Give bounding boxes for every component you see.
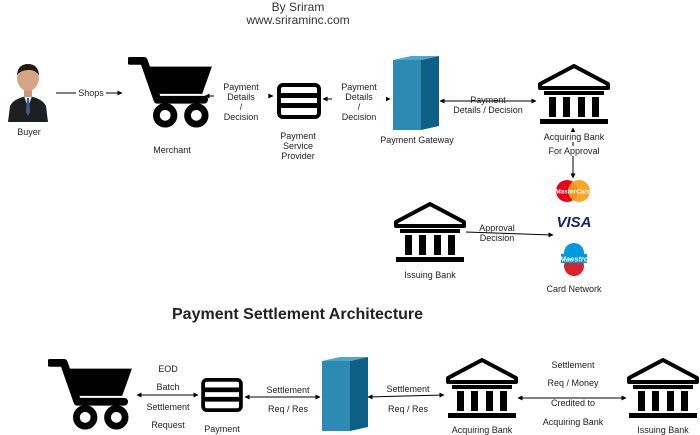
bank-icon — [627, 358, 699, 420]
visa-text: VISA — [556, 214, 591, 231]
psp-gateway-label-4: Decision — [341, 112, 377, 122]
issuing-label: Issuing Bank — [404, 270, 456, 280]
settle-gateway-acquiring-label-1: Settlement — [378, 384, 438, 394]
settle-right-label-3: Credited to — [550, 398, 596, 408]
cart-icon — [128, 55, 216, 128]
buyer-label: Buyer — [17, 127, 41, 137]
psp-label-1: Payment — [280, 131, 316, 141]
psp-gateway-label-3: / — [357, 102, 361, 112]
psp-gateway-label-2: Details — [332, 92, 386, 102]
merchant-psp-label-4: Decision — [223, 112, 259, 122]
cart-icon — [48, 357, 136, 430]
card-network-label: Card Network — [546, 284, 602, 294]
psp-gateway-label-1: Payment — [341, 82, 377, 92]
settle-right-label-4: Acquiring Bank — [542, 417, 604, 427]
approval-label-2: Decision — [479, 233, 515, 243]
person-icon — [8, 64, 48, 122]
request-label: Request — [151, 420, 185, 430]
gateway-acquiring-label-2: Details / Decision — [452, 105, 524, 115]
card-icon — [200, 378, 244, 412]
settle-right-label-2: Req / Money — [547, 378, 599, 388]
issuing-label-cut: Issuing Bank — [637, 425, 689, 435]
mastercard-text: MasterCard — [555, 189, 592, 196]
approval-label-1: Approval — [479, 223, 515, 233]
payment-label-cut: Payment — [204, 424, 240, 434]
server-icon — [322, 357, 368, 431]
server-icon — [393, 56, 439, 130]
author-label: By Sriram — [271, 0, 325, 14]
acquiring-label-cut: Acquiring Bank — [451, 425, 513, 435]
gateway-acquiring-label-1: Payment — [470, 95, 506, 105]
merchant-label: Merchant — [153, 145, 191, 155]
settlement-title: Payment Settlement Architecture — [172, 306, 424, 323]
merchant-psp-label-1: Payment — [223, 82, 259, 92]
merchant-psp-label-2: Details — [214, 92, 268, 102]
bank-icon — [394, 202, 466, 264]
eod-label: EOD — [158, 364, 178, 374]
visa-icon: VISA — [556, 214, 591, 231]
site-label: www.sriraminc.com — [246, 13, 350, 27]
settlement-label: Settlement — [146, 402, 190, 412]
gateway-label: Payment Gateway — [380, 135, 454, 145]
maestro-icon: Maestro — [560, 243, 589, 276]
psp-label-2: Service — [282, 141, 313, 151]
settle-psp-gateway-label-1: Settlement — [266, 385, 310, 395]
card-icon — [277, 83, 321, 119]
arrow-issuing-network — [465, 231, 554, 238]
shops-label: Shops — [76, 88, 106, 98]
batch-label: Batch — [156, 382, 180, 392]
mastercard-icon: MasterCard — [553, 178, 593, 204]
bank-icon — [446, 358, 518, 420]
merchant-psp-label-3: / — [239, 102, 243, 112]
acquiring-label: Acquiring Bank — [537, 132, 611, 142]
settle-psp-gateway-label-2: Req / Res — [267, 404, 309, 414]
for-approval-label: For Approval — [540, 146, 608, 156]
arrow-s-gateway-acquiring — [367, 392, 445, 400]
settle-gateway-acquiring-label-2: Req / Res — [387, 404, 429, 414]
bank-icon — [538, 64, 610, 126]
settle-right-label-1: Settlement — [551, 360, 595, 370]
maestro-text: Maestro — [560, 255, 589, 264]
psp-label-3: Provider — [281, 151, 315, 161]
